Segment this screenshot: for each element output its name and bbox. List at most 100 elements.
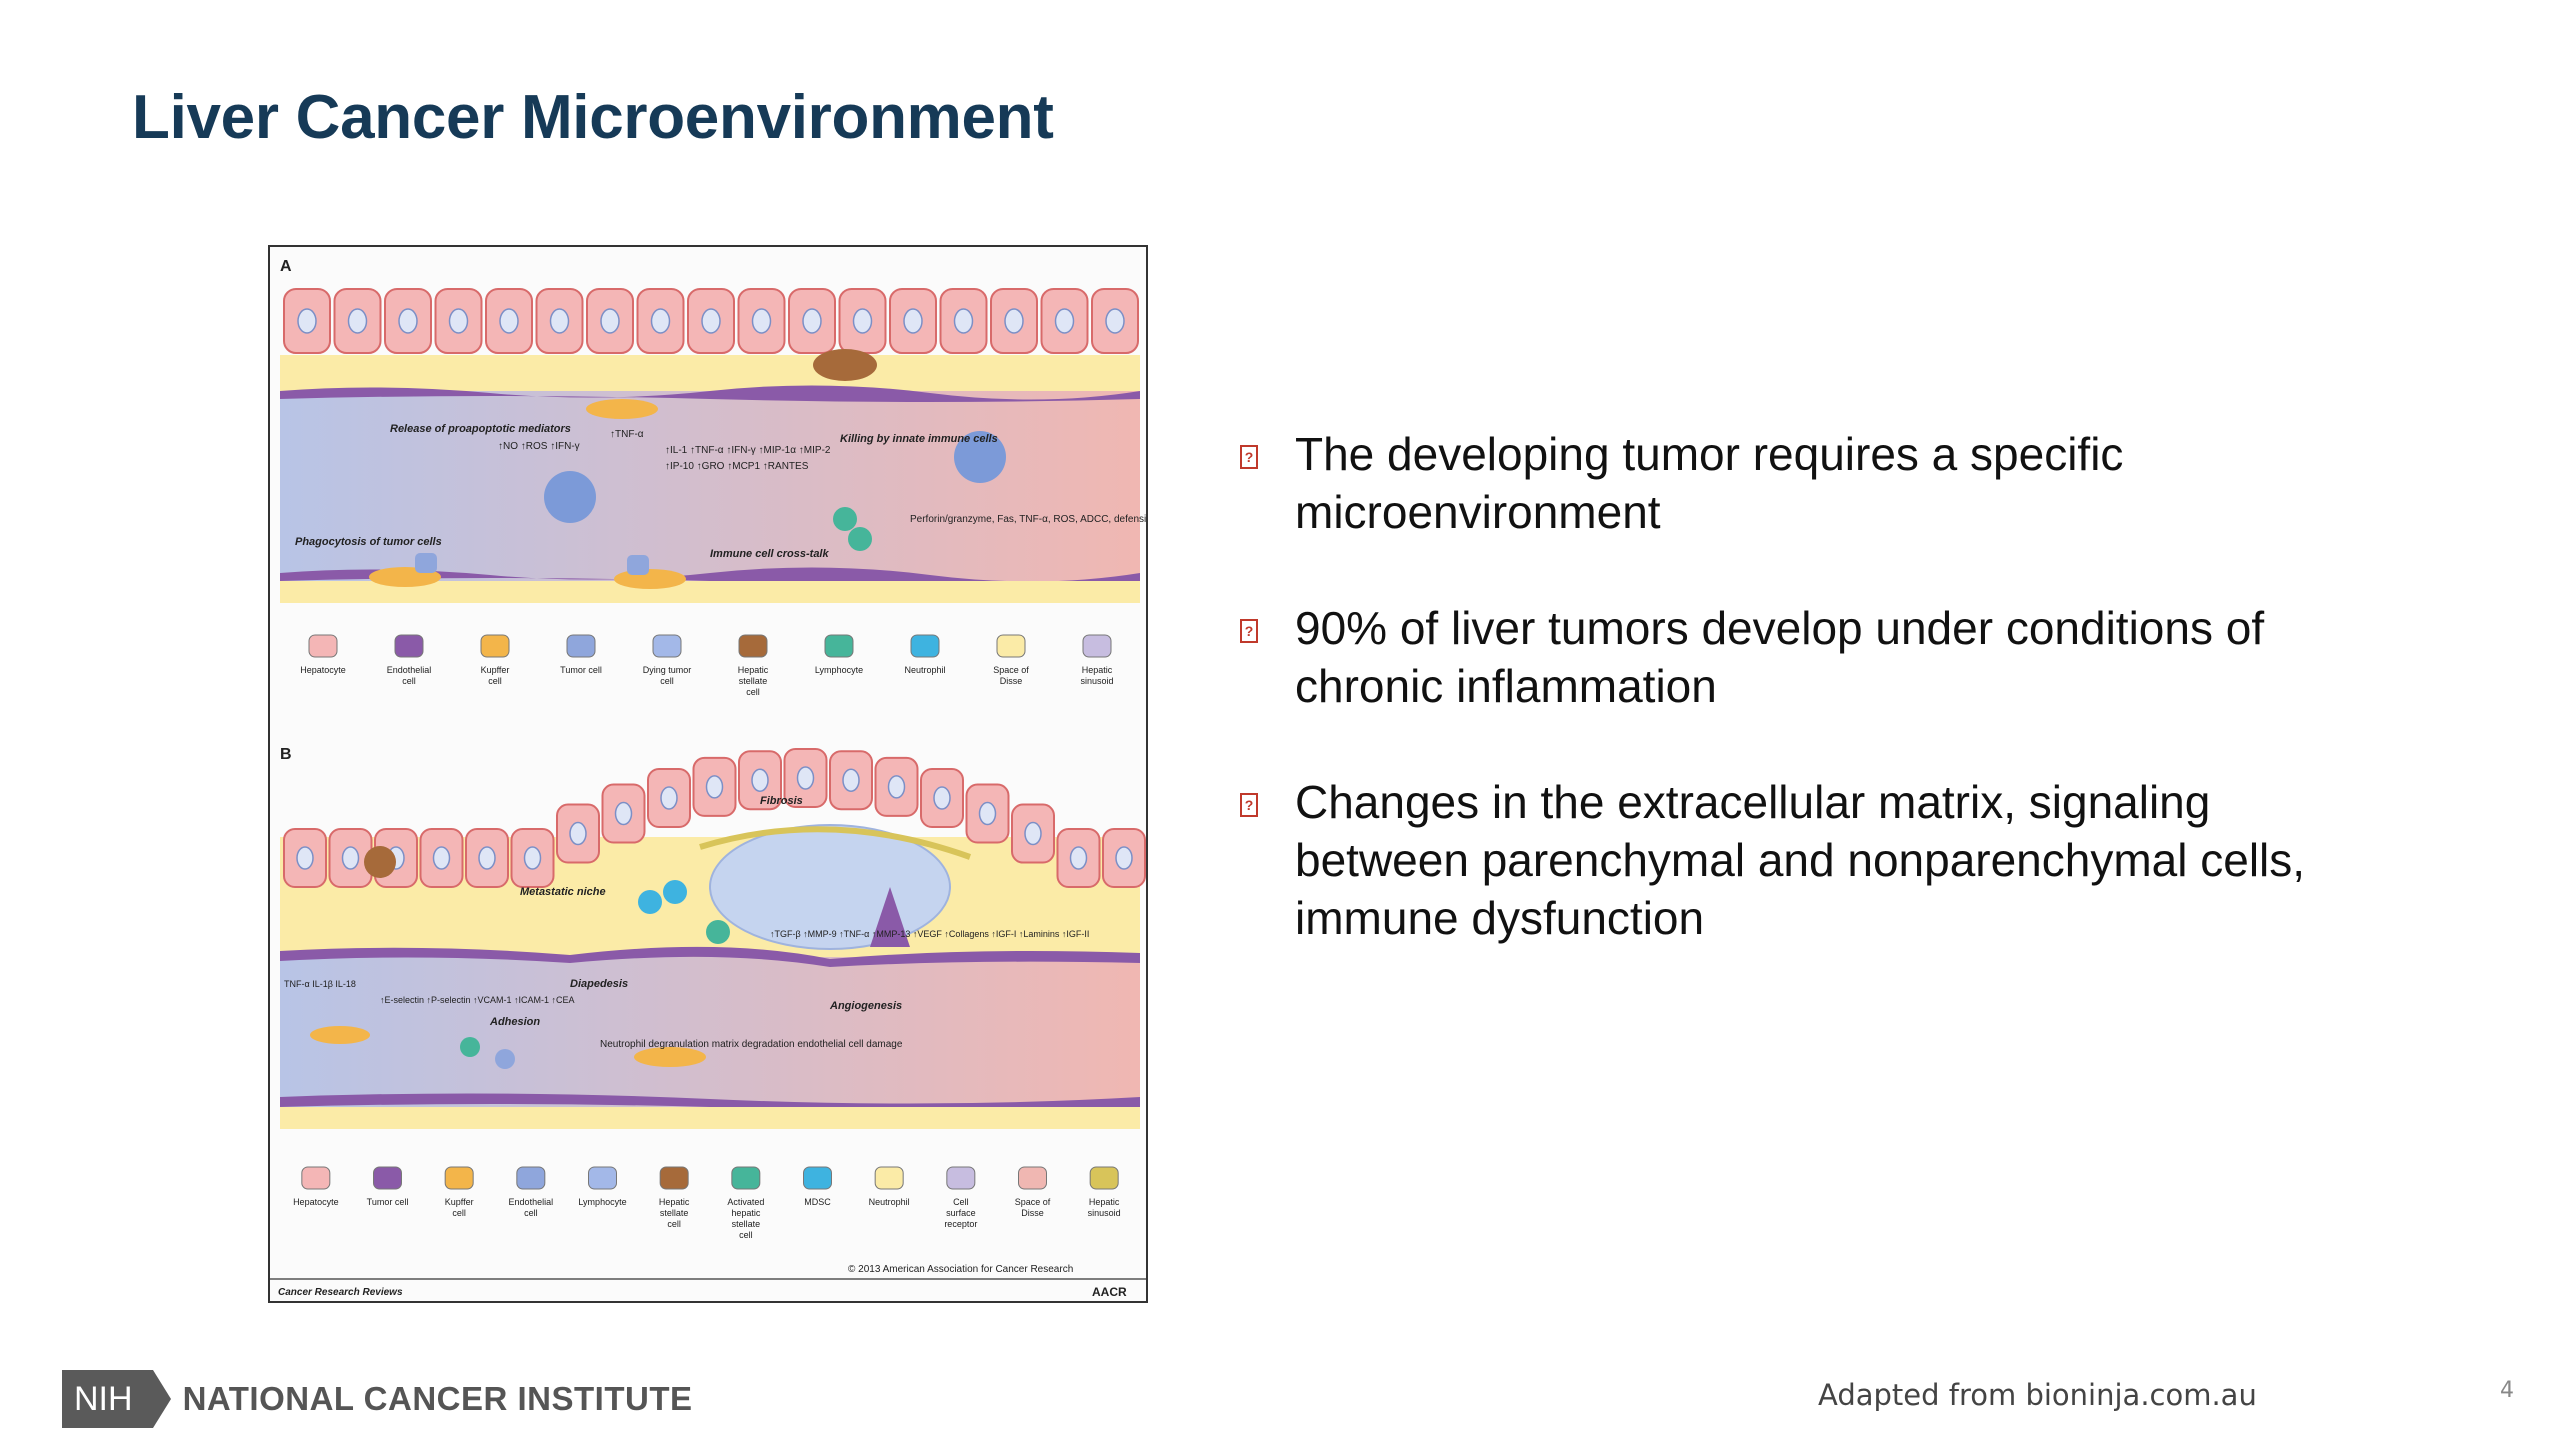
bullet-item: ? Changes in the extracellular matrix, s… (1240, 773, 2340, 947)
figure-journal: Cancer Research Reviews (278, 1287, 403, 1298)
legend-label: Lymphocyte (578, 1197, 626, 1207)
legend-swatch (516, 1166, 546, 1190)
annotation-release: Release of proapoptotic mediators (390, 423, 571, 435)
legend-swatch (588, 1166, 617, 1190)
hepatocyte (535, 288, 584, 354)
legend-swatch (394, 634, 424, 658)
legend-swatch (566, 634, 596, 658)
missing-glyph-box-icon: ? (1240, 793, 1258, 817)
lymphocyte-a (833, 507, 857, 531)
legend-label: cell (667, 1219, 681, 1229)
hepatocyte (939, 288, 988, 354)
stellate-cell-b (364, 846, 396, 878)
annotation-crosstalk: Immune cell cross-talk (710, 548, 829, 560)
hepatocyte (1056, 828, 1101, 888)
legend-label: stellate (732, 1219, 761, 1229)
legend-swatch (731, 1166, 761, 1190)
legend-label: Hepatic (1089, 1197, 1120, 1207)
nih-badge: NIH (62, 1370, 171, 1428)
legend-label: sinusoid (1088, 1208, 1121, 1218)
mdsc-b2 (663, 880, 687, 904)
annotation-adhesion-molecules: ↑E-selectin ↑P-selectin ↑VCAM-1 ↑ICAM-1 … (380, 995, 575, 1005)
hepatocyte-row-b (283, 748, 1146, 888)
hepatocyte (556, 803, 600, 864)
legend-label: Hepatic (659, 1197, 690, 1207)
legend-label: Kupffer (481, 665, 510, 675)
kupffer-cell-b (634, 1047, 706, 1067)
bullet-text: 90% of liver tumors develop under condit… (1295, 602, 2265, 712)
bullet-item: ? 90% of liver tumors develop under cond… (1240, 599, 2340, 715)
legend-swatch (308, 634, 338, 658)
legend-label: Hepatocyte (293, 1197, 339, 1207)
endothelium-top-b (280, 946, 1140, 967)
figure-copyright: © 2013 American Association for Cancer R… (848, 1264, 1073, 1275)
hepatocyte (965, 783, 1010, 844)
figure-publisher-mark: AACR (1092, 1285, 1127, 1299)
dying-tumor-cluster-a2 (954, 431, 1006, 483)
endothelium-bottom-b (280, 1093, 1140, 1110)
legend-label: Cell (953, 1197, 969, 1207)
angiogenesis-vessel-b (870, 887, 910, 947)
hepatocyte (838, 288, 887, 354)
legend-label: cell (746, 687, 760, 697)
space-of-disse-b2 (280, 1107, 1140, 1129)
legend-swatch (480, 634, 510, 658)
legend-swatch (659, 1166, 689, 1190)
legend-swatch (738, 634, 768, 658)
legend-swatch (1089, 1166, 1119, 1190)
legend-label: cell (488, 676, 502, 686)
legend-label: Hepatic (1082, 665, 1113, 675)
bullet-text: The developing tumor requires a specific… (1295, 428, 2124, 538)
legend-label: MDSC (804, 1197, 831, 1207)
hepatocyte (601, 783, 646, 844)
legend-label: sinusoid (1080, 676, 1113, 686)
hepatocyte (328, 828, 373, 888)
legend-label: hepatic (731, 1208, 761, 1218)
legend-label: stellate (739, 676, 768, 686)
legend-swatch (803, 1166, 832, 1190)
hepatocyte (1102, 828, 1146, 888)
legend-label: Hepatic (738, 665, 769, 675)
legend-label: cell (660, 676, 674, 686)
hepatocyte (738, 750, 782, 811)
hepatocyte (1091, 288, 1139, 354)
hepatocyte (1040, 288, 1089, 354)
legend-label: Endothelial (387, 665, 432, 675)
hepatocyte (788, 288, 836, 354)
tumor-cell-a (415, 553, 437, 573)
tumor-cell-a2 (627, 555, 649, 575)
legend-swatch (910, 634, 940, 658)
legend-label: Neutrophil (869, 1197, 910, 1207)
kupffer-cell-b2 (310, 1026, 370, 1044)
lymphocyte-a2 (848, 527, 872, 551)
stellate-cell-a (813, 349, 877, 381)
hepatocyte (783, 748, 828, 808)
hepatocyte (283, 828, 327, 888)
hepatocyte (636, 288, 685, 354)
slide-title: Liver Cancer Microenvironment (132, 83, 1054, 152)
legend-label: Tumor cell (560, 665, 602, 675)
image-credit: Adapted from bioninja.com.au (1818, 1378, 2257, 1412)
nci-name: NATIONAL CANCER INSTITUTE (182, 1380, 693, 1417)
hepatocyte (510, 828, 555, 888)
legend-swatch (652, 634, 682, 658)
legend-label: cell (452, 1208, 466, 1218)
legend-swatch (946, 1166, 976, 1190)
bullet-item: ? The developing tumor requires a specif… (1240, 425, 2340, 541)
legend-label: Space of (1015, 1197, 1051, 1207)
liver-microenvironment-figure: A Release of proapoptotic mediators ↑NO … (268, 245, 1148, 1303)
legend-label: Tumor cell (367, 1197, 409, 1207)
lymphocyte-b (460, 1037, 480, 1057)
annotation-cytokines-2: ↑IP-10 ↑GRO ↑MCP1 ↑RANTES (665, 461, 809, 472)
page-number: 4 (2500, 1378, 2514, 1403)
missing-glyph-box-icon: ? (1240, 445, 1258, 469)
mdsc-b (638, 890, 662, 914)
legend-swatch (874, 1166, 904, 1190)
fibrosis-band-b (699, 826, 972, 860)
annotation-diapedesis: Diapedesis (570, 978, 628, 990)
figure-illustration: A Release of proapoptotic mediators ↑NO … (270, 258, 1146, 1299)
legend-label: stellate (660, 1208, 689, 1218)
panel-a-label: A (280, 258, 292, 275)
legend-label: cell (739, 1230, 753, 1240)
